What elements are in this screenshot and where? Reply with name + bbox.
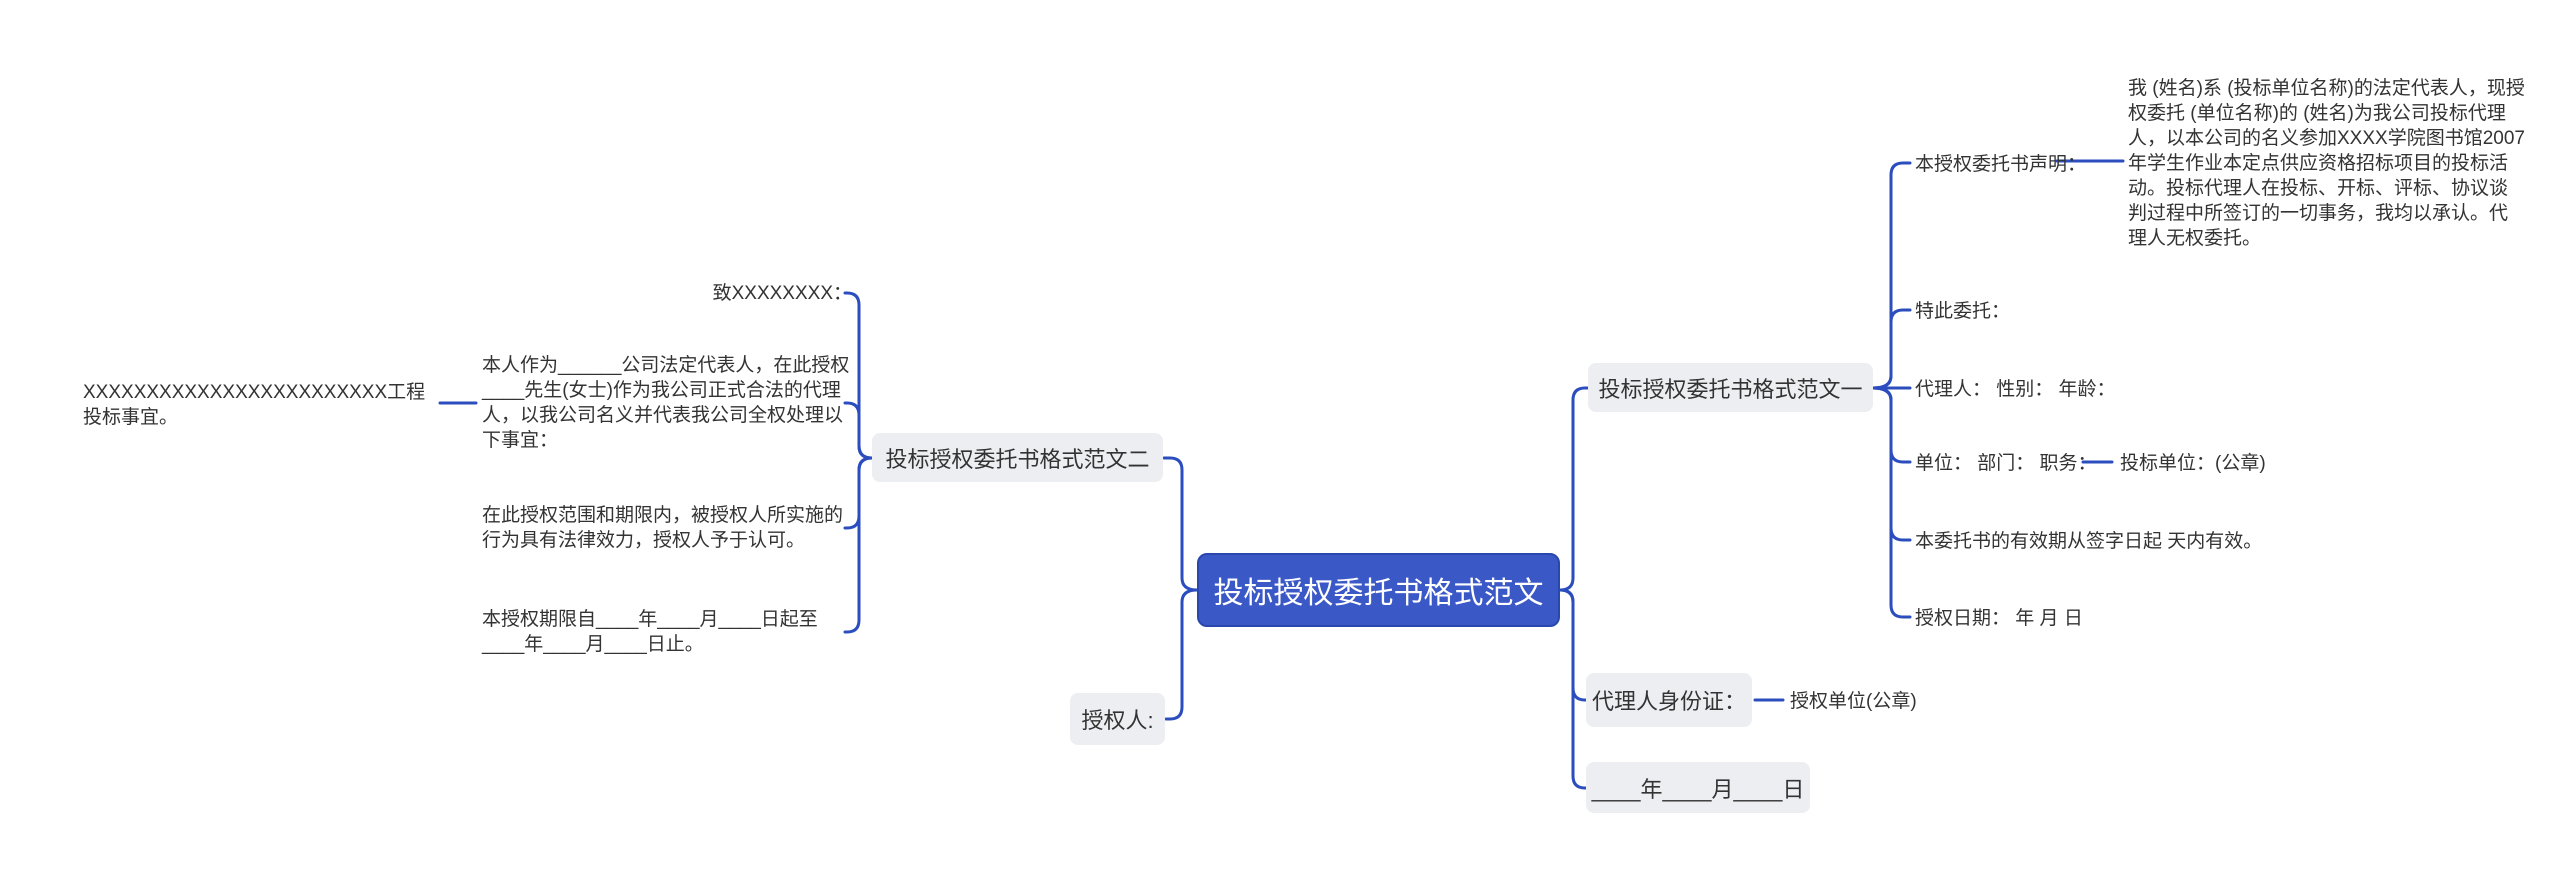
topic-statement-label[interactable]: 本授权委托书声明： [1915,154,2087,175]
topic-authorizer[interactable]: 授权人: [1070,693,1165,745]
topic-auth-date[interactable]: 授权日期： 年 月 日 [1915,608,2083,629]
topic-project-matter[interactable]: XXXXXXXXXXXXXXXXXXXXXXXX工程投标事宜。 [83,382,426,428]
connector-date-row [1871,386,1912,619]
topic-agent-row[interactable]: 代理人： 性别： 年龄： [1915,379,2116,400]
connector-root-agent-id [1558,588,1589,702]
topic-bid-unit-seal[interactable]: 投标单位：(公章) [2120,453,2266,474]
root-topic[interactable]: 投标授权委托书格式范文 [1197,553,1560,627]
connector-hereby [1871,308,1912,390]
topic-template-one[interactable]: 投标授权委托书格式范文一 [1588,363,1873,412]
connector-root-template-two [1162,456,1199,592]
topic-agent-id[interactable]: 代理人身份证： [1586,673,1752,727]
connector-root-date [1558,588,1589,790]
topic-auth-unit-seal[interactable]: 授权单位(公章) [1790,691,1917,712]
topic-term-para[interactable]: 本授权期限自____年____月____日起至____年____月____日止。 [482,609,818,655]
topic-authorize-para[interactable]: 本人作为______公司法定代表人，在此授权____先生(女士)作为我公司正式合… [482,355,850,451]
topic-template-two[interactable]: 投标授权委托书格式范文二 [872,433,1163,482]
topic-hereby[interactable]: 特此委托： [1915,301,2011,322]
connector-statement [1871,161,1912,390]
topic-validity-para[interactable]: 在此授权范围和期限内，被授权人所实施的行为具有法律效力，授权人予于认可。 [482,505,844,551]
connector-validity-row [1871,386,1912,542]
topic-date[interactable]: ____年____月____日 [1586,762,1810,813]
connector-root-template-one [1558,386,1591,592]
topic-addressee[interactable]: 致XXXXXXXX： [712,283,852,304]
topic-unit-row[interactable]: 单位： 部门： 职务： [1915,453,2097,474]
topic-validity-days[interactable]: 本委托书的有效期从签字日起 天内有效。 [1915,531,2263,552]
connector-root-authorizer [1164,588,1199,721]
connector-unit-row [1871,386,1912,464]
topic-statement-text[interactable]: 我 (姓名)系 (投标单位名称)的法定代表人，现授权委托 (单位名称)的 (姓名… [2128,78,2525,249]
